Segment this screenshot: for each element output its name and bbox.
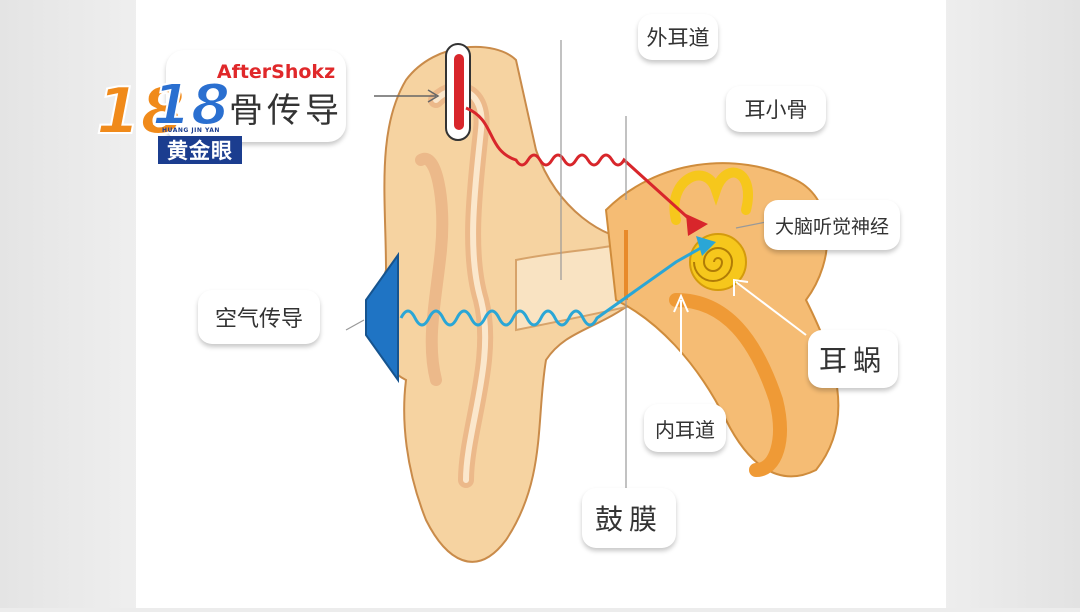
label-inner-canal: 内耳道 [644, 404, 726, 452]
speaker-icon [365, 251, 399, 384]
logo-channel-name: 黄金眼 [158, 136, 242, 164]
brand-name: AfterShokz [216, 60, 336, 83]
label-ossicles: 耳小骨 [726, 86, 826, 132]
bone-conduction-wave [465, 106, 698, 227]
cochlea-leader-line [735, 281, 807, 336]
cochlea-spiral [693, 247, 734, 282]
arrow-icon [427, 89, 440, 103]
logo-number-right: 18 [151, 73, 231, 139]
air-conduction-wave [399, 243, 707, 327]
label-auditory-nerve: 大脑听觉神经 [764, 200, 900, 250]
inner-ear-channel [669, 293, 787, 477]
semicircular-canals [669, 167, 753, 225]
arrow-icon [673, 293, 689, 313]
label-air-conduction: 空气传导 [198, 290, 320, 344]
air-leader-line [345, 319, 365, 331]
bone-conduction-pad [454, 54, 464, 130]
nerve-leader-line [735, 221, 767, 229]
blurred-background-left [0, 0, 140, 608]
logo-number-left: 18 [95, 75, 186, 149]
channel-logo: 18 18 HUANG JIN YAN 黄金眼 [95, 73, 246, 170]
label-bone-conduction: AfterShokz 骨传导 [166, 50, 346, 142]
bone-wave-arrowhead [686, 214, 708, 236]
label-outer-canal: 外耳道 [638, 14, 718, 60]
bone-conduction-text: 骨传导 [229, 90, 343, 131]
label-eardrum: 鼓膜 [582, 488, 676, 548]
ear-lobe-shape [415, 152, 449, 386]
air-wave-arrowhead [696, 236, 716, 256]
blurred-background-right [940, 0, 1080, 608]
logo-subtitle: HUANG JIN YAN [162, 127, 220, 134]
arrow-icon [733, 278, 749, 296]
label-cochlea: 耳蜗 [808, 330, 898, 388]
diagram-canvas: AfterShokz 骨传导 外耳道 耳小骨 大脑听觉神经 空气传导 耳蜗 内耳… [136, 0, 946, 608]
ear-fold-highlight [433, 87, 489, 483]
